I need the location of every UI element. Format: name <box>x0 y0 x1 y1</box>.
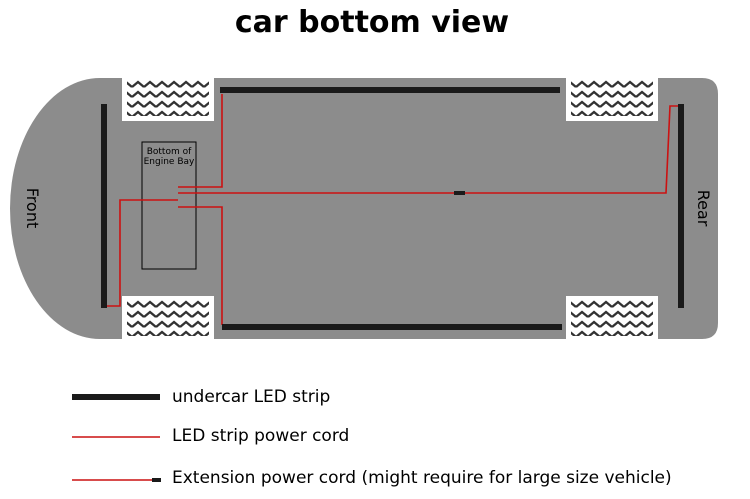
rear-label: Rear <box>694 190 713 227</box>
engine-bay-outline <box>141 141 197 270</box>
tire-front-left <box>122 76 214 121</box>
legend-label-extension-cord: Extension power cord (might require for … <box>172 468 672 488</box>
engine-bay-label-line2: Engine Bay <box>144 157 195 167</box>
diagram-title: car bottom view <box>235 5 509 40</box>
extension-connector <box>454 191 465 195</box>
legend-extension-connector <box>152 478 161 482</box>
tire-front-right <box>122 296 214 341</box>
legend-label-power-cord: LED strip power cord <box>172 426 349 446</box>
legend-label-led-strip: undercar LED strip <box>172 387 330 407</box>
led-strips <box>101 87 684 330</box>
tire-rear-right <box>566 296 658 341</box>
car-body <box>10 78 719 339</box>
led-power-cords <box>105 94 684 325</box>
front-label: Front <box>23 188 42 228</box>
legend: undercar LED strip LED strip power cord … <box>72 387 672 488</box>
engine-bay-label-line1: Bottom of <box>147 147 192 157</box>
tire-rear-left <box>566 76 658 121</box>
